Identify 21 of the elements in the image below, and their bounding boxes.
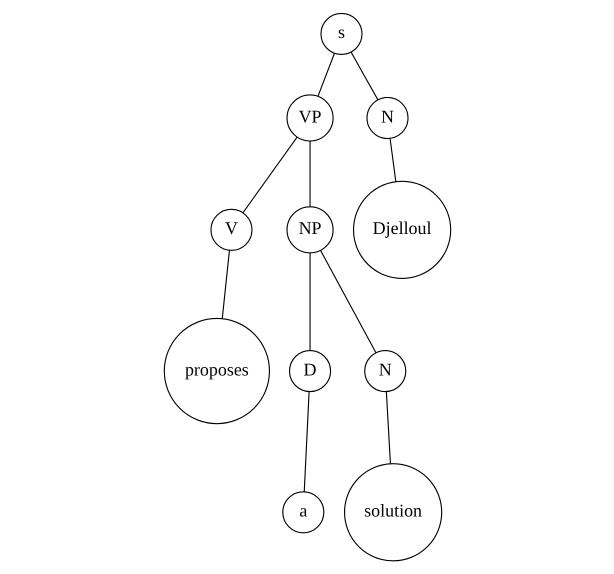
connector — [389, 138, 396, 182]
node-circle: s — [320, 12, 362, 55]
node-circle: a — [282, 491, 324, 534]
node-circle: N — [364, 350, 406, 392]
connector — [317, 53, 334, 96]
connector — [221, 250, 230, 319]
connector — [303, 392, 310, 492]
node-circle: N — [366, 96, 408, 140]
connector — [308, 141, 310, 207]
node-circle: proposes — [163, 318, 270, 424]
node-circle: solution — [343, 463, 442, 562]
node-circle: VP — [286, 94, 334, 142]
connector — [320, 250, 376, 353]
node-circle: Djelloul — [352, 180, 451, 279]
connector — [242, 136, 298, 213]
connector — [350, 52, 378, 100]
connector — [308, 253, 310, 350]
connector — [385, 392, 390, 464]
node-circle: NP — [286, 206, 334, 254]
node-circle: V — [210, 208, 252, 251]
node-circle: D — [288, 350, 331, 392]
